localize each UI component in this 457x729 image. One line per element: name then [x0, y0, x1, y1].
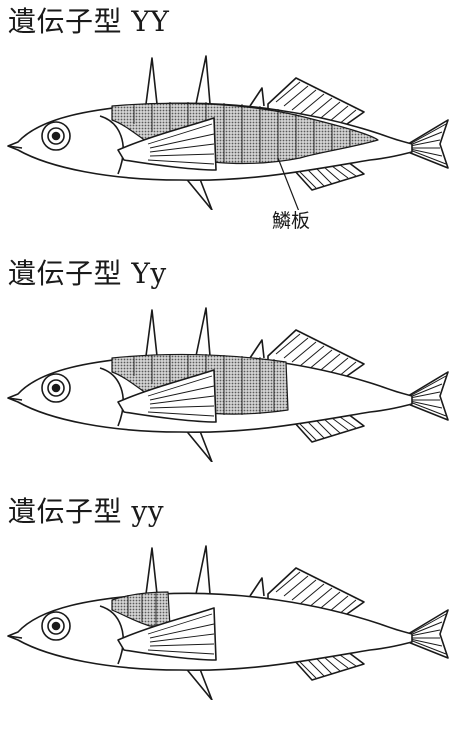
pectoral-fin-rays: [147, 613, 215, 655]
anal-fin-rays: [299, 164, 357, 189]
stickleback-fish-partial-plates: [7, 307, 449, 462]
genotype-label: 遺伝子型 Yy: [8, 257, 167, 290]
gill-cover: [99, 605, 124, 665]
dorsal-spine: [145, 309, 158, 357]
tail-fin-rays: [409, 123, 447, 165]
pectoral-fin-rays: [147, 375, 215, 417]
mouth: [7, 397, 23, 401]
genotype-label: 遺伝子型 YY: [8, 5, 170, 38]
pelvic-spine: [183, 663, 213, 700]
stickleback-fish-low-plates: [7, 545, 449, 700]
mouth: [7, 635, 23, 639]
pectoral-fin-rays: [147, 123, 215, 165]
eye-pupil: [51, 383, 61, 393]
gill-cover: [99, 367, 124, 427]
eye-pupil: [51, 131, 61, 141]
eye-pupil: [51, 621, 61, 631]
genotype-label: 遺伝子型 yy: [8, 495, 165, 528]
pelvic-spine: [183, 425, 213, 462]
dorsal-spine: [249, 87, 265, 107]
pelvic-spine: [183, 173, 213, 210]
plate-leader-line: [277, 157, 300, 210]
dorsal-spine: [195, 55, 211, 105]
anal-fin-rays: [299, 654, 357, 679]
dorsal-fin-rays: [275, 571, 357, 621]
dorsal-spine: [249, 577, 265, 597]
panel-genotype-yy-heterozygous: 遺伝子型 Yy: [0, 252, 457, 491]
gill-cover: [99, 115, 124, 175]
tail-fin: [407, 609, 449, 659]
anal-fin-rays: [299, 416, 357, 441]
tail-fin: [407, 371, 449, 421]
panel-genotype-yy-lower: 遺伝子型 yy: [0, 490, 457, 729]
stickleback-fish-full-plates: [7, 55, 449, 210]
plate-label: 鱗板: [272, 210, 311, 232]
tail-fin-rays: [409, 375, 447, 417]
dorsal-spine: [145, 57, 158, 105]
panel-genotype-yy-upper: 遺伝子型 YY: [0, 0, 457, 239]
tail-fin: [407, 119, 449, 169]
dorsal-spine: [195, 545, 211, 595]
tail-fin-rays: [409, 613, 447, 655]
mouth: [7, 145, 23, 149]
plate-segment-lines: [127, 592, 157, 626]
dorsal-spine: [249, 339, 265, 359]
dorsal-spine: [195, 307, 211, 357]
dorsal-spine: [145, 547, 158, 595]
